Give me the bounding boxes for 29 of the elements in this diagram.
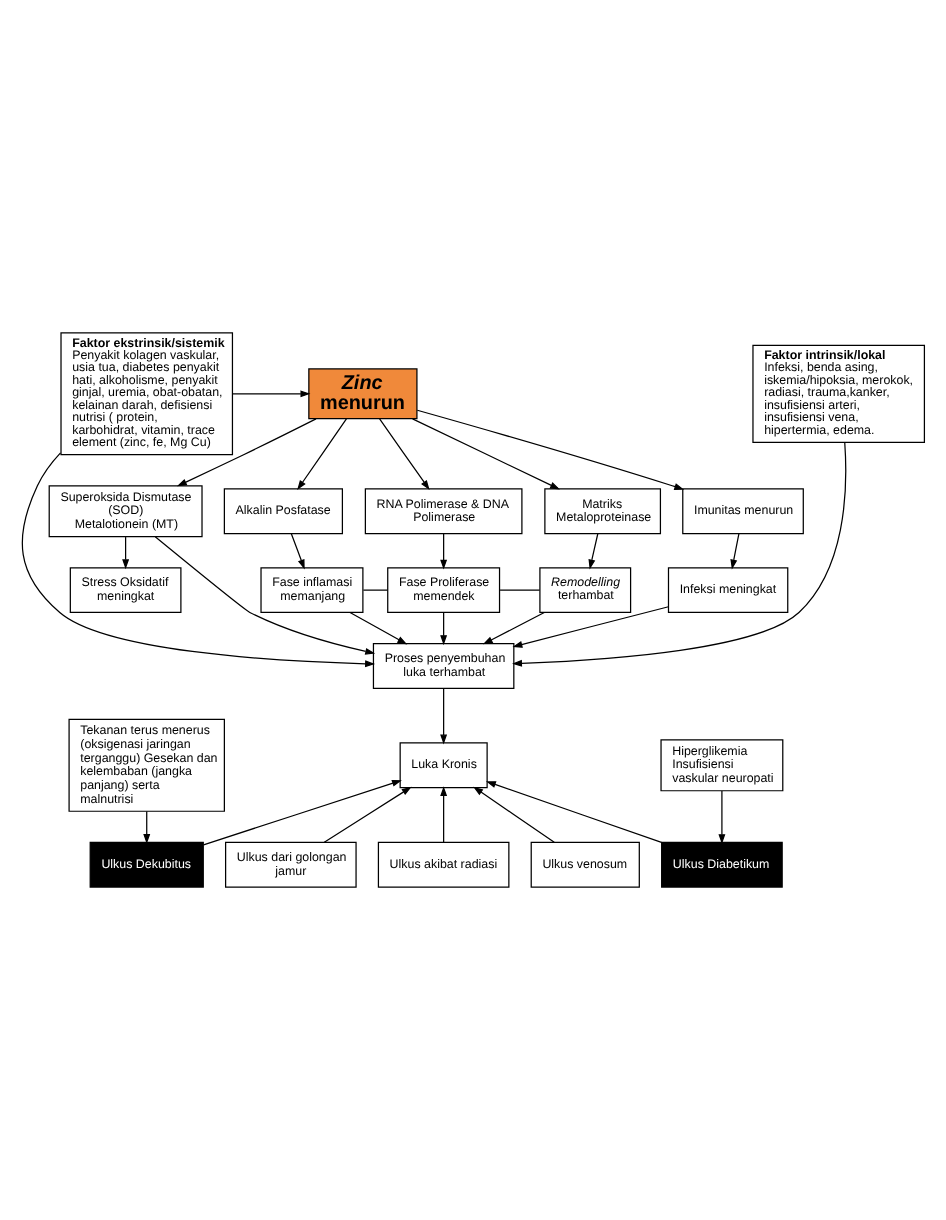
arrow xyxy=(202,779,402,846)
arrow xyxy=(379,418,430,491)
arrow xyxy=(122,536,130,570)
arrow xyxy=(290,533,305,570)
arrow xyxy=(323,786,412,843)
arrow xyxy=(440,611,448,646)
node-box: Zinc menurun xyxy=(308,368,418,420)
arrow xyxy=(485,781,663,843)
arrow xyxy=(416,409,685,490)
arrow xyxy=(21,452,376,668)
arrow xyxy=(143,810,151,845)
arrow xyxy=(440,533,448,570)
arrow xyxy=(718,790,726,845)
connector xyxy=(362,589,389,591)
arrow xyxy=(482,611,545,645)
connector xyxy=(499,589,541,591)
arrow xyxy=(176,418,317,487)
arrow xyxy=(297,418,348,491)
arrow xyxy=(411,418,560,490)
arrow xyxy=(512,441,847,667)
arrow xyxy=(440,688,448,745)
arrow xyxy=(154,536,376,655)
arrow xyxy=(232,390,311,398)
arrow xyxy=(349,611,408,645)
arrow xyxy=(588,533,599,570)
arrow xyxy=(512,606,670,648)
arrow xyxy=(440,786,448,843)
arrow xyxy=(473,786,555,843)
arrow xyxy=(730,533,740,570)
